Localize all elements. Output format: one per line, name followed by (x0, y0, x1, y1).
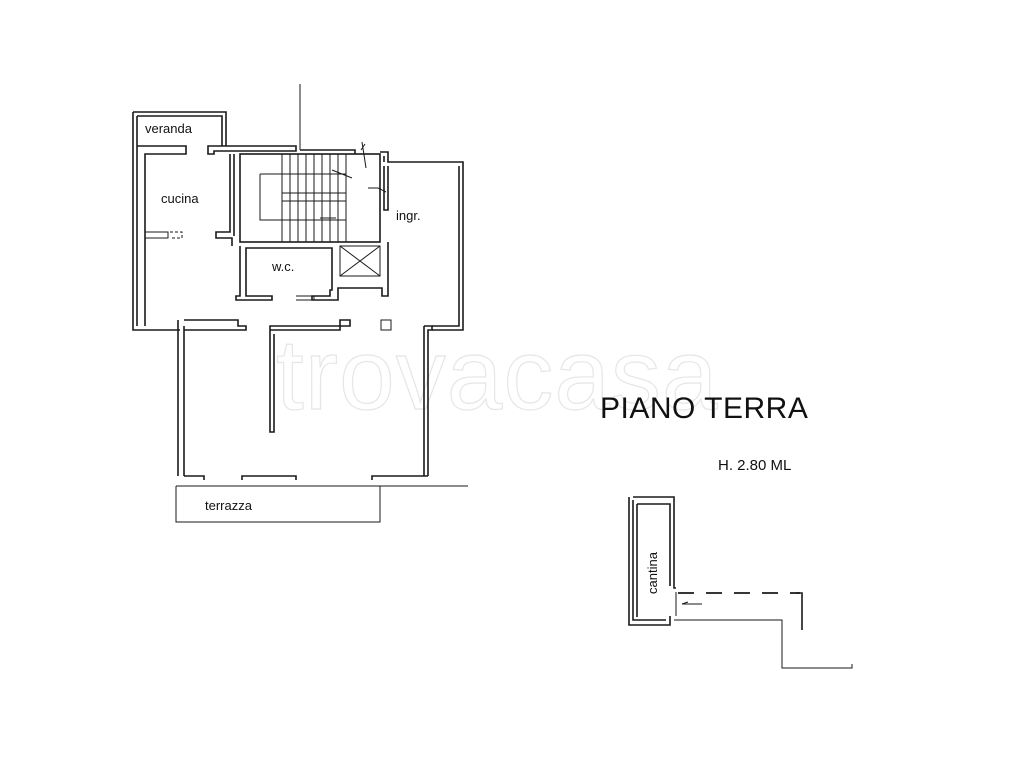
room-label-cantina: cantina (645, 552, 660, 594)
ceiling-height-note: H. 2.80 ML (718, 457, 792, 474)
room-label-cucina: cucina (161, 191, 199, 206)
watermark-logo: trovacasa (275, 318, 719, 431)
room-label-wc: w.c. (272, 259, 295, 274)
room-label-terrazza: terrazza (205, 498, 252, 513)
room-label-veranda: veranda (145, 121, 192, 136)
floor-title: PIANO TERRA (600, 392, 809, 425)
main-floor-plan (132, 84, 468, 523)
cantina-plan (628, 496, 853, 669)
room-label-ingresso: ingr. (396, 208, 421, 223)
